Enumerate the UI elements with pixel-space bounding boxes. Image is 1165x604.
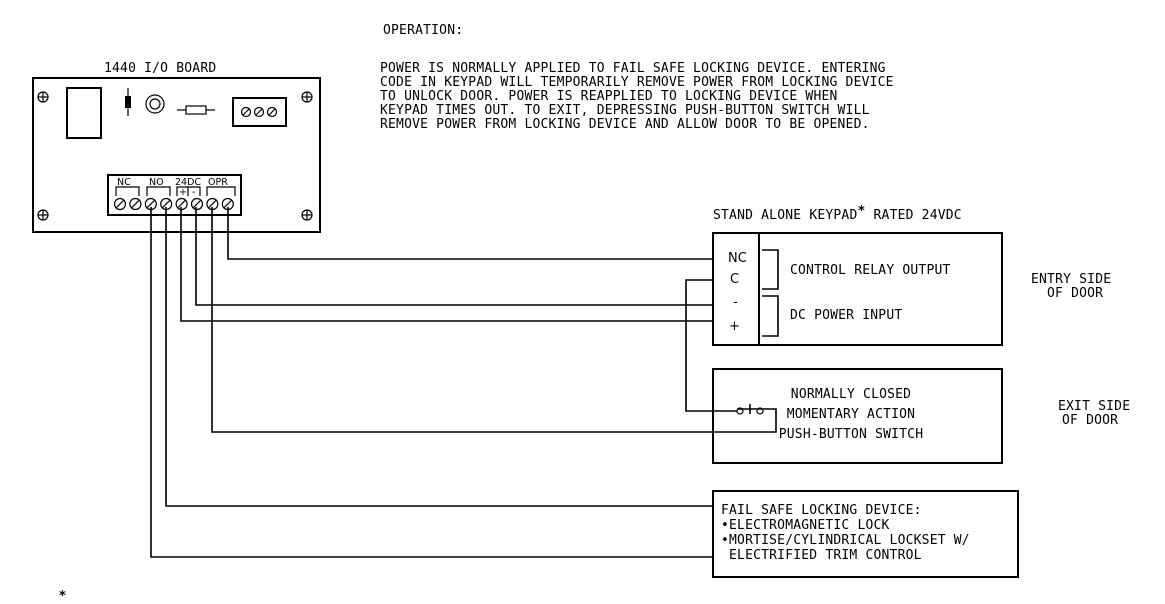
wire-opr-to-switch [211,207,777,433]
keypad-outline [712,232,1003,346]
exit-side-label-2: OF DOOR [1062,413,1118,428]
keypad-terminal-minus: - [733,295,738,310]
keypad: STAND ALONE KEYPAD*RATED 24VDC NC C - + … [712,204,1003,346]
keypad-title: STAND ALONE KEYPAD*RATED 24VDC [713,204,962,223]
mounting-hole-icon [301,209,313,221]
exit-side-label-1: EXIT SIDE [1058,399,1130,414]
lock-line-3: •MORTISE/CYLINDRICAL LOCKSET W/ [721,533,970,548]
switch-line-3: PUSH-BUTTON SWITCH [779,427,923,442]
operation-line-5: REMOVE POWER FROM LOCKING DEVICE AND ALL… [380,117,870,132]
switch-contact-icon [736,404,764,415]
wire-com-to-lock [150,207,713,558]
terminal-label-nc: NC [117,177,131,188]
mounting-hole-icon [37,91,49,103]
three-pin-connector-icon [232,97,287,127]
keypad-terminal-nc: NC [728,251,747,266]
mounting-hole-icon [301,91,313,103]
operation-line-2: CODE IN KEYPAD WILL TEMPORARILY REMOVE P… [380,75,894,90]
wire-24dc-minus-to-keypad [195,207,713,306]
keypad-terminal-c: C [730,272,739,287]
terminal-polarity-minus: - [192,187,195,198]
relay-output-label: CONTROL RELAY OUTPUT [790,263,951,278]
operation-line-1: POWER IS NORMALLY APPLIED TO FAIL SAFE L… [380,61,886,76]
terminal-block: NC NO 24DC OPR + - [107,174,242,216]
terminal-screw-icon [190,197,204,211]
lock-line-1: FAIL SAFE LOCKING DEVICE: [721,503,922,518]
operation-line-3: TO UNLOCK DOOR. POWER IS REAPPLIED TO LO… [380,89,838,104]
terminal-screw-icon [129,197,142,211]
wires [150,207,777,558]
board-title: 1440 I/O BOARD [104,61,216,76]
diode-icon [125,88,131,116]
terminal-polarity-plus: + [179,187,187,198]
terminal-label-opr: OPR [208,177,228,188]
operation-line-4: KEYPAD TIMES OUT. TO EXIT, DEPRESSING PU… [380,103,870,118]
wire-opr-to-keypad-nc [227,207,713,260]
relay-component-icon [66,87,102,139]
terminal-screw-icon [113,197,127,211]
operation-heading: OPERATION: [383,23,463,38]
keypad-terminal-plus: + [729,319,740,334]
terminal-label-24dc: 24DC [175,177,201,188]
lock-line-4: ELECTRIFIED TRIM CONTROL [721,548,922,563]
board-outline [32,77,321,233]
entry-side-label-2: OF DOOR [1047,286,1103,301]
switch-line-2: MOMENTARY ACTION [787,407,915,422]
switch-outline [712,368,1003,464]
wire-24dc-plus-to-keypad [180,207,713,322]
dc-power-label: DC POWER INPUT [790,308,902,323]
io-board: 1440 I/O BOARD [32,61,321,233]
entry-side-label-1: ENTRY SIDE [1031,272,1111,287]
indicator-icon [145,94,165,114]
lock-outline [712,490,1019,578]
power-bracket [762,295,779,337]
push-button-switch: NORMALLY CLOSED MOMENTARY ACTION PUSH-BU… [712,368,1003,464]
relay-bracket [762,249,779,290]
lock-line-2: •ELECTROMAGNETIC LOCK [721,518,890,533]
switch-line-1: NORMALLY CLOSED [791,387,911,402]
mounting-hole-icon [37,209,49,221]
footnote-star: * [59,589,66,604]
fuse-icon [177,105,215,115]
terminal-label-no: NO [149,177,164,188]
locking-device: FAIL SAFE LOCKING DEVICE: •ELECTROMAGNET… [712,490,1019,578]
wire-keypad-c-to-switch [685,279,737,412]
wire-no-to-lock [165,207,713,507]
